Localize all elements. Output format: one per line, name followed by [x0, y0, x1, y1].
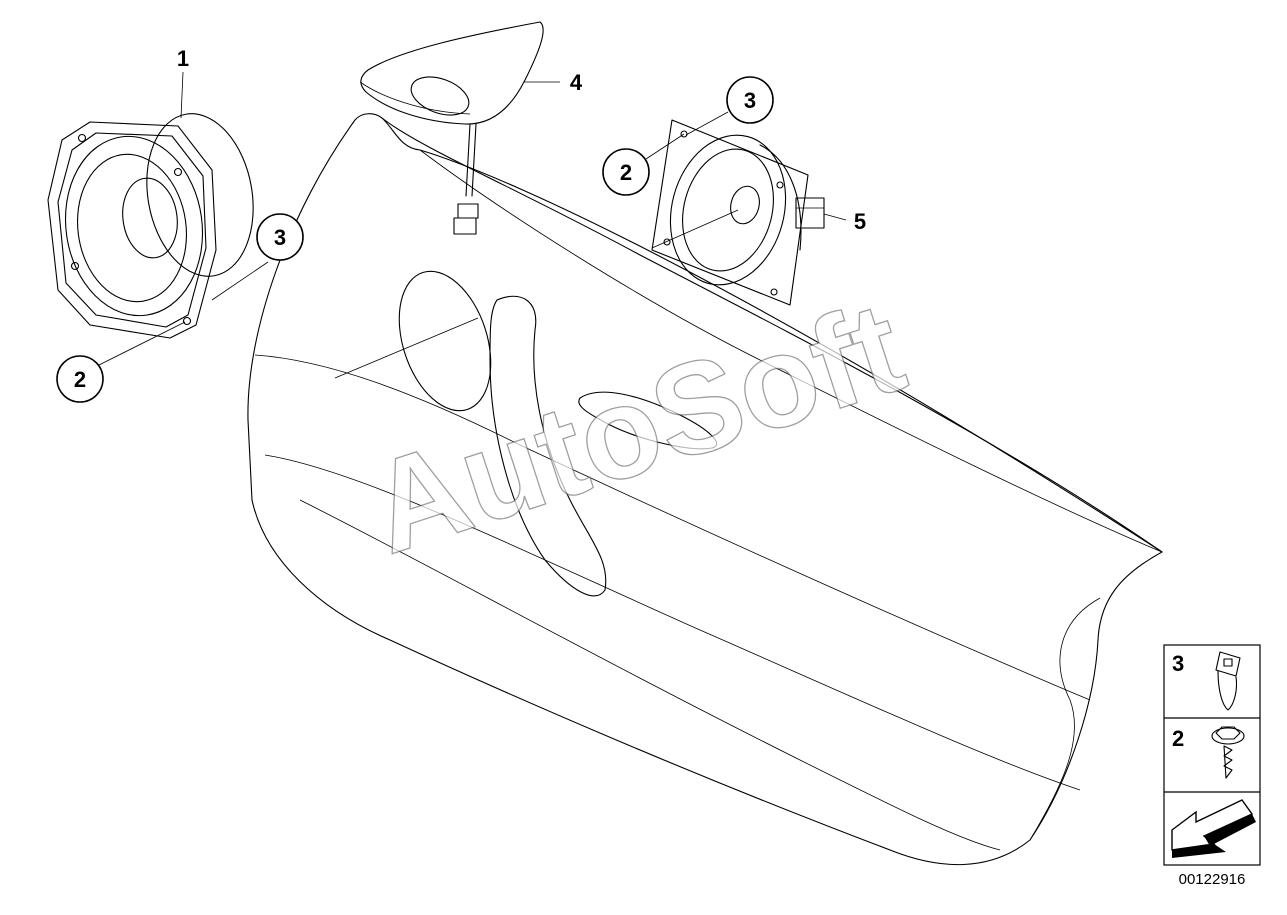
callout-label: 2 [74, 367, 86, 392]
callout-label: 2 [620, 160, 632, 185]
legend-box: 3 2 [1163, 644, 1261, 866]
callout-5: 5 [854, 209, 866, 234]
clip-nut-icon [1215, 651, 1241, 711]
callout-label: 3 [744, 88, 756, 113]
watermark: AutoSoft [353, 273, 920, 581]
callout-2a: 2 [56, 355, 104, 403]
tweeter-speaker [651, 119, 825, 306]
callout-4: 4 [570, 70, 583, 95]
legend-row-label: 2 [1172, 726, 1184, 751]
callout-label: 1 [177, 46, 189, 71]
callout-label: 4 [570, 70, 583, 95]
leader-lines [96, 71, 847, 367]
arrow-icon[interactable] [1171, 799, 1256, 858]
callout-label: 3 [274, 225, 286, 250]
callout-3b: 3 [726, 76, 774, 124]
door-trim-panel [247, 113, 1163, 866]
callout-1: 1 [177, 46, 189, 71]
tweeter-housing [359, 21, 544, 235]
drawing-number: 00122916 [1179, 871, 1246, 888]
callout-2b: 2 [602, 148, 650, 196]
callout-label: 5 [854, 209, 866, 234]
loudspeaker-woofer [47, 113, 254, 339]
callout-3a: 3 [256, 213, 304, 261]
screw-icon [1211, 726, 1245, 779]
legend-row-label: 3 [1172, 651, 1184, 676]
